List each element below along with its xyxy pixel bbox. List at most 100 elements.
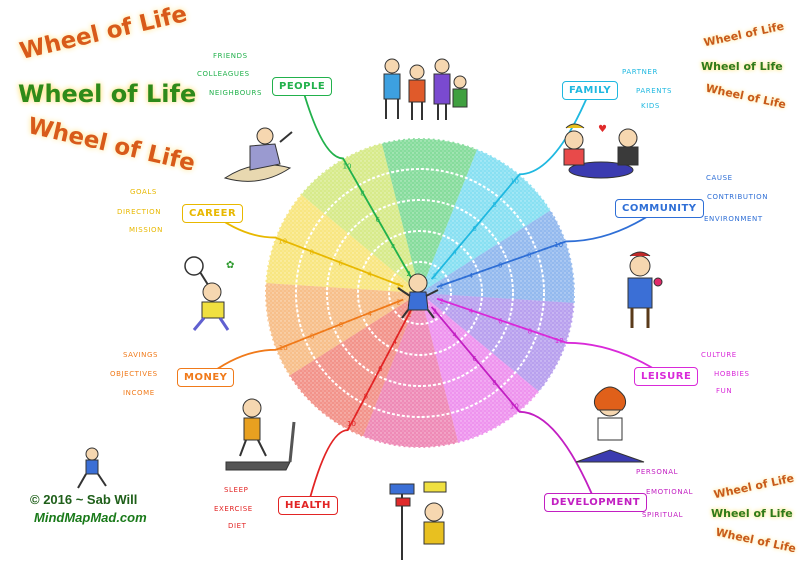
scale-label: 2 xyxy=(439,282,443,290)
family-dinner-illustration-icon: ♥ xyxy=(563,123,639,179)
leaf-environment: ENVIRONMENT xyxy=(704,215,763,223)
copyright-text: © 2016 ~ Sab Will xyxy=(30,492,138,507)
scale-label: 10 xyxy=(510,177,519,185)
leaf-savings: SAVINGS xyxy=(123,351,159,359)
branch-line-people xyxy=(301,86,412,278)
branch-line-health xyxy=(307,308,413,506)
scale-label: 10 xyxy=(347,420,356,428)
scale-label: 2 xyxy=(433,308,437,316)
wheel-segment-texture xyxy=(265,283,420,376)
wheel-segment-texture xyxy=(381,138,478,293)
scale-label: 8 xyxy=(492,379,496,387)
leaf-personal: PERSONAL xyxy=(636,468,679,476)
wheel-segment-texture xyxy=(289,293,420,438)
scale-label: 4 xyxy=(368,310,373,318)
scale-label: 8 xyxy=(309,248,313,256)
scale-label: 10 xyxy=(279,344,288,352)
branch-node-money[interactable]: MONEY xyxy=(177,368,235,387)
scale-label: 6 xyxy=(378,365,383,373)
leaf-colleagues: COLLEAGUES xyxy=(197,70,250,78)
meditating-woman-illustration-icon xyxy=(575,386,645,463)
signpost-person-illustration-icon xyxy=(389,481,447,560)
scale-label: 6 xyxy=(338,260,343,268)
scale-label: 6 xyxy=(498,262,503,270)
wheel-segment-texture xyxy=(420,293,540,444)
leaf-partner: PARTNER xyxy=(622,68,658,76)
website-text: MindMapMad.com xyxy=(34,510,147,525)
scale-label: 8 xyxy=(364,393,368,401)
scale-label: 4 xyxy=(452,249,457,257)
branch-line-family xyxy=(430,90,591,280)
scale-label: 2 xyxy=(440,297,444,305)
leaf-fun: FUN xyxy=(716,387,733,395)
scale-label: 8 xyxy=(492,201,496,209)
scale-label: 6 xyxy=(498,317,503,325)
wheel-rings xyxy=(264,137,576,449)
flying-person-illustration-icon xyxy=(223,127,293,182)
leaf-objectives: OBJECTIVES xyxy=(110,370,158,378)
wheel-segment-texture xyxy=(265,194,420,293)
leaf-goals: GOALS xyxy=(130,188,157,196)
wheel-ring xyxy=(388,261,452,325)
scale-label: 4 xyxy=(393,338,398,346)
wheel-ring xyxy=(295,168,545,418)
scale-label: 2 xyxy=(407,310,411,318)
scale-label: 2 xyxy=(396,298,400,306)
wheel-segment-texture xyxy=(420,293,575,392)
treadmill-runner-illustration-icon xyxy=(225,398,296,471)
leaf-contribution: CONTRIBUTION xyxy=(707,193,769,201)
scale-label: 4 xyxy=(469,272,474,280)
title-top-left-2: Wheel of Life xyxy=(18,80,197,108)
scale-label: 10 xyxy=(278,237,287,245)
wheel-segment-texture xyxy=(362,293,459,448)
branch-node-family[interactable]: FAMILY xyxy=(562,81,619,100)
scale-label: 4 xyxy=(452,331,457,339)
scale-label: 2 xyxy=(433,272,437,280)
scale-label: 6 xyxy=(472,225,477,233)
title-top-right-2: Wheel of Life xyxy=(701,60,783,73)
scale-label: 10 xyxy=(554,241,563,249)
branch-node-career[interactable]: CAREER xyxy=(182,204,244,223)
scale-label: 2 xyxy=(406,270,410,278)
leaf-cause: CAUSE xyxy=(706,174,733,182)
title-bottom-right-2: Wheel of Life xyxy=(711,507,793,520)
wheel-ring xyxy=(264,137,576,449)
leaf-diet: DIET xyxy=(228,522,247,530)
branch-node-people[interactable]: PEOPLE xyxy=(272,77,333,96)
leaf-kids: KIDS xyxy=(641,102,660,110)
wheel-ring xyxy=(326,199,514,387)
svg-text:♥: ♥ xyxy=(598,124,607,135)
branch-node-health[interactable]: HEALTH xyxy=(278,496,338,515)
scale-label: 6 xyxy=(339,321,344,329)
svg-text:✿: ✿ xyxy=(226,260,234,271)
leaf-hobbies: HOBBIES xyxy=(714,370,750,378)
leaf-emotional: EMOTIONAL xyxy=(646,488,694,496)
scale-label: 6 xyxy=(376,216,381,224)
scale-label: 10 xyxy=(343,162,352,170)
branch-node-leisure[interactable]: LEISURE xyxy=(634,367,699,386)
scale-label: 4 xyxy=(469,307,474,315)
wheel-ring xyxy=(357,230,483,356)
wheel-segment-texture xyxy=(420,148,551,293)
scale-label: 2 xyxy=(396,282,400,290)
scale-label: 8 xyxy=(360,189,364,197)
butterfly-chaser-illustration-icon: ✿ xyxy=(184,256,234,331)
scale-label: 8 xyxy=(310,333,314,341)
leaf-income: INCOME xyxy=(123,389,155,397)
scale-label: 8 xyxy=(527,251,531,259)
scale-label: 4 xyxy=(391,243,396,251)
branch-node-community[interactable]: COMMUNITY xyxy=(615,199,704,218)
leaf-friends: FRIENDS xyxy=(213,52,248,60)
leaf-neighbours: NEIGHBOURS xyxy=(209,89,263,97)
scale-label: 8 xyxy=(528,327,532,335)
scale-label: 4 xyxy=(367,271,372,279)
center-figure-icon xyxy=(397,273,439,319)
leaf-direction: DIRECTION xyxy=(117,208,162,216)
wheel-segment-texture xyxy=(300,142,420,293)
leaf-parents: PARENTS xyxy=(636,87,673,95)
wheel-segments xyxy=(265,138,575,448)
scale-labels: 2 4 6 8 10 2 4 6 8 10 2 4 6 8 10 2 4 6 8 10 2 4 6 8 10 2 4 6 8 10 2 4 6 8… xyxy=(278,162,563,428)
branch-node-development[interactable]: DEVELOPMENT xyxy=(544,493,648,512)
